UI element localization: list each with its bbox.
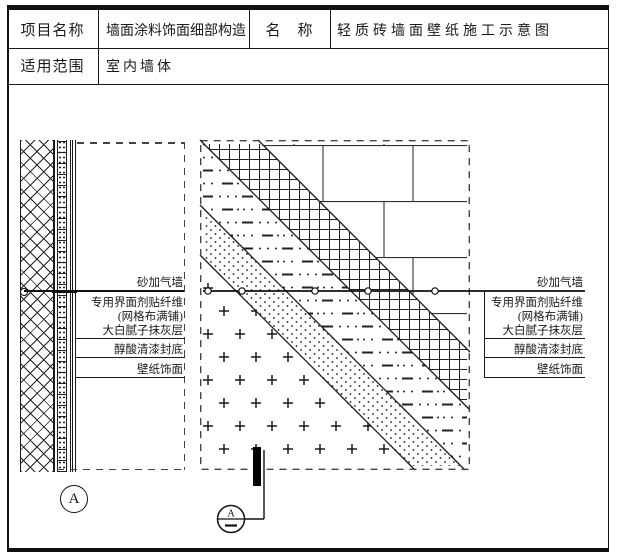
left-detail-dashed-bottom [57,468,185,470]
label-varnish-left: 醇酸清漆封底 [114,344,183,356]
section-cut-marker [253,447,261,486]
detail-callout-letter: A [227,509,235,520]
titleblock-bottom-line [7,83,609,85]
project-name-value: 墙面涂料饰面细部构造 [106,24,246,39]
titleblock-col-divider-2 [248,10,250,49]
wall-crosshatch-band [20,140,54,472]
leader-node-circles [204,287,439,295]
titleblock-col-divider-1 [97,10,99,85]
left-label-stack-line [75,291,77,378]
left-underline-3 [75,376,185,378]
left-detail-dashed-top [77,142,184,144]
page-border-bottom [7,548,609,552]
right-underline-1 [484,337,585,339]
plaster-dotted-band [56,140,67,472]
right-underline-2 [484,356,585,358]
wall-layer-line [54,140,56,472]
page-border-right [607,5,610,551]
right-underline-3 [484,376,585,378]
detail-callout-leader [244,450,265,520]
left-leader-ticks [52,289,77,293]
label-interface-agent-left: 专用界面剂贴纤维 [91,297,183,309]
detail-drawing: A [199,139,585,534]
label-wallpaper-right: 壁纸饰面 [537,364,583,376]
project-name-label: 项目名称 [20,23,85,39]
scope-value: 室内墙体 [106,60,174,75]
label-wallpaper-left: 壁纸饰面 [137,364,183,376]
left-leader-line [24,290,184,292]
wallpaper-line-1 [69,140,71,472]
label-mesh-cloth-right: (网格布满铺) [517,311,583,323]
label-interface-agent-right: 专用界面剂贴纤维 [491,297,583,309]
drawing-name-label: 名 称 [265,23,314,39]
section-label-letter: A [68,490,80,507]
titleblock-col-divider-3 [329,10,331,49]
left-detail-dashed-right [183,142,185,470]
label-putty-left: 大白腻子抹灰层 [102,325,184,337]
page-border-left [7,5,9,551]
label-mesh-cloth-left: (网格布满铺) [117,311,183,323]
titleblock-row-divider [7,47,609,49]
left-underline-1 [75,337,185,339]
wallpaper-line-2 [72,140,74,472]
section-label-circle: A [60,485,88,513]
big-detail-dashed-border [199,139,471,471]
right-label-stack-line [484,291,486,378]
scope-label: 适用范围 [20,59,85,75]
label-putty-right: 大白腻子抹灰层 [502,325,584,337]
putty-dashdot-band [203,144,467,466]
label-wall-right: 砂加气墙 [537,277,583,289]
label-varnish-right: 醇酸清漆封底 [514,344,583,356]
drawing-name-value: 轻质砖墙面壁纸施工示意图 [337,24,553,39]
page-border-top [7,5,609,10]
left-underline-2 [75,356,185,358]
material-bands [203,144,467,466]
label-wall-left: 砂加气墙 [137,277,183,289]
